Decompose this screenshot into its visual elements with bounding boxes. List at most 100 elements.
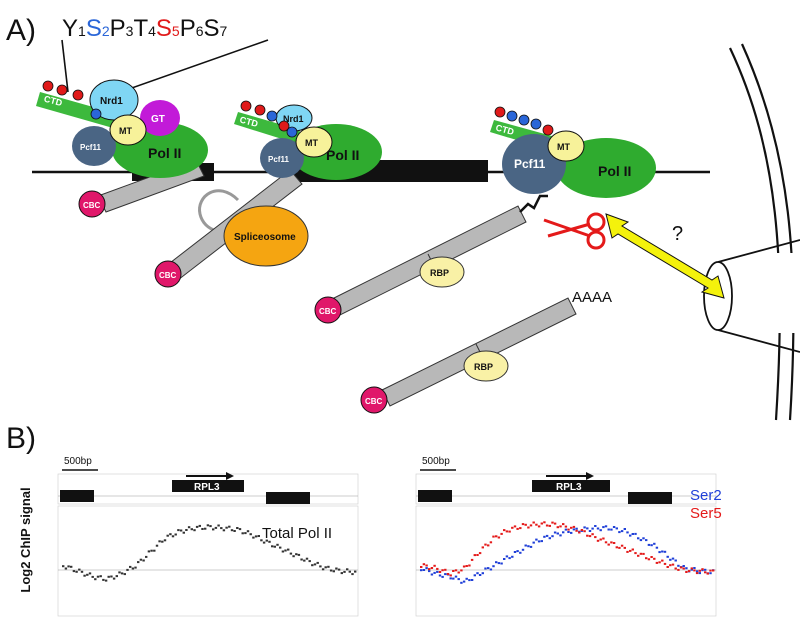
ctd-mark-blue: [286, 126, 298, 138]
chip-data-point: [682, 567, 685, 570]
chip-data-point: [583, 526, 586, 529]
cbc-label-3: CBC: [319, 307, 337, 316]
chip-data-point: [209, 525, 212, 528]
chip-data-point: [329, 569, 333, 572]
chip-data-point: [473, 554, 476, 557]
chip-data-point: [503, 558, 506, 560]
ctd-mark-red: [42, 80, 54, 92]
chip-data-point: [354, 570, 357, 573]
cbc-label-1: CBC: [83, 201, 101, 210]
chip-data-point: [677, 568, 680, 571]
chip-data-point: [604, 525, 608, 528]
chip-data-point: [438, 574, 442, 577]
chip-data-point: [75, 570, 78, 573]
gene-label: RPL3: [194, 482, 220, 493]
pcf11-label-1: Pcf11: [80, 143, 101, 152]
chip-data-point: [559, 534, 562, 537]
chip-data-point: [610, 541, 613, 544]
chip-data-point: [422, 569, 426, 571]
chip-data-point: [513, 525, 517, 528]
chip-data-point: [460, 581, 463, 584]
legend-ser5: Ser5: [690, 505, 722, 522]
chip-data-point: [655, 561, 659, 564]
gt-label-1: GT: [151, 114, 165, 125]
chip-plot-frame: [57, 505, 359, 617]
chip-data-point: [704, 571, 707, 574]
chip-data-point: [698, 569, 701, 572]
complex-3: CTD Pol II Pcf11 MT: [490, 106, 656, 198]
chip-data-point: [693, 567, 696, 569]
chip-data-point: [639, 539, 643, 542]
chip-data-point: [511, 526, 514, 529]
chip-data-point: [505, 555, 509, 558]
ctd-label-1: CTD: [43, 94, 64, 109]
chip-data-point: [505, 530, 509, 533]
chip-data-point: [527, 526, 530, 529]
chip-data-point: [217, 524, 220, 527]
chip-data-point: [438, 571, 442, 573]
chip-data-point: [642, 537, 645, 540]
nrd1-label-1: Nrd1: [100, 96, 123, 107]
chip-data-point: [246, 530, 250, 533]
chip-data-point: [562, 523, 565, 526]
chip-data-point: [545, 524, 549, 527]
chip-data-point: [551, 535, 554, 538]
chip-data-point: [564, 525, 568, 528]
chip-data-point: [666, 566, 669, 568]
chip-data-point: [623, 546, 626, 549]
gene-label: RPL3: [556, 482, 582, 493]
chip-data-point: [112, 577, 116, 580]
chip-data-point: [131, 567, 135, 570]
chip-data-point: [618, 546, 621, 549]
chip-data-point: [669, 564, 672, 567]
chip-data-point: [690, 568, 693, 571]
chip-data-point: [457, 578, 460, 581]
chip-data-point: [308, 560, 311, 563]
chip-data-point: [663, 550, 667, 553]
chip-data-point: [543, 521, 546, 524]
pcf11-label-3: Pcf11: [514, 157, 546, 171]
chip-data-point: [527, 545, 530, 548]
chip-data-point: [586, 527, 589, 530]
ctd-mark-blue: [90, 108, 102, 120]
ctd-residue: P: [110, 15, 126, 42]
nuclear-membrane-outer: [740, 43, 795, 421]
chip-data-point: [570, 526, 573, 529]
chip-data-point: [150, 549, 153, 552]
gene-block: [172, 480, 244, 492]
scissors-icon: [543, 212, 606, 250]
chip-data-point: [462, 565, 466, 568]
rbp-2: [463, 350, 509, 382]
panel-b-label: B): [6, 422, 36, 455]
chip-data-point: [249, 533, 252, 536]
chip-data-point: [623, 528, 626, 530]
chip-data-point: [553, 522, 557, 525]
chip-data-point: [570, 531, 573, 534]
track-title: Total Pol II: [262, 525, 332, 542]
chip-data-point: [495, 561, 498, 564]
chip-data-point: [107, 575, 110, 578]
spliceosome: [223, 205, 309, 267]
chip-data-point: [129, 565, 132, 568]
chip-data-point: [575, 529, 578, 532]
chip-data-point: [335, 567, 338, 570]
chip-data-point: [679, 566, 683, 569]
ctd-mark-blue: [518, 114, 530, 126]
chip-data-point: [420, 569, 423, 572]
chip-data-point: [556, 526, 559, 529]
cbc-label-2: CBC: [159, 271, 177, 280]
chip-data-point: [476, 554, 479, 556]
gene-block: [532, 480, 610, 492]
chip-data-point: [289, 552, 293, 555]
chip-data-point: [441, 575, 444, 578]
ctd-label-3: CTD: [495, 123, 516, 138]
chip-data-point: [465, 577, 468, 580]
chip-data-point: [348, 570, 351, 573]
chip-data-point: [139, 558, 143, 561]
chip-data-point: [110, 575, 113, 578]
chip-data-point: [508, 530, 511, 533]
chip-data-point: [489, 541, 493, 544]
chip-data-point: [91, 575, 94, 578]
chip-data-point: [313, 563, 317, 566]
